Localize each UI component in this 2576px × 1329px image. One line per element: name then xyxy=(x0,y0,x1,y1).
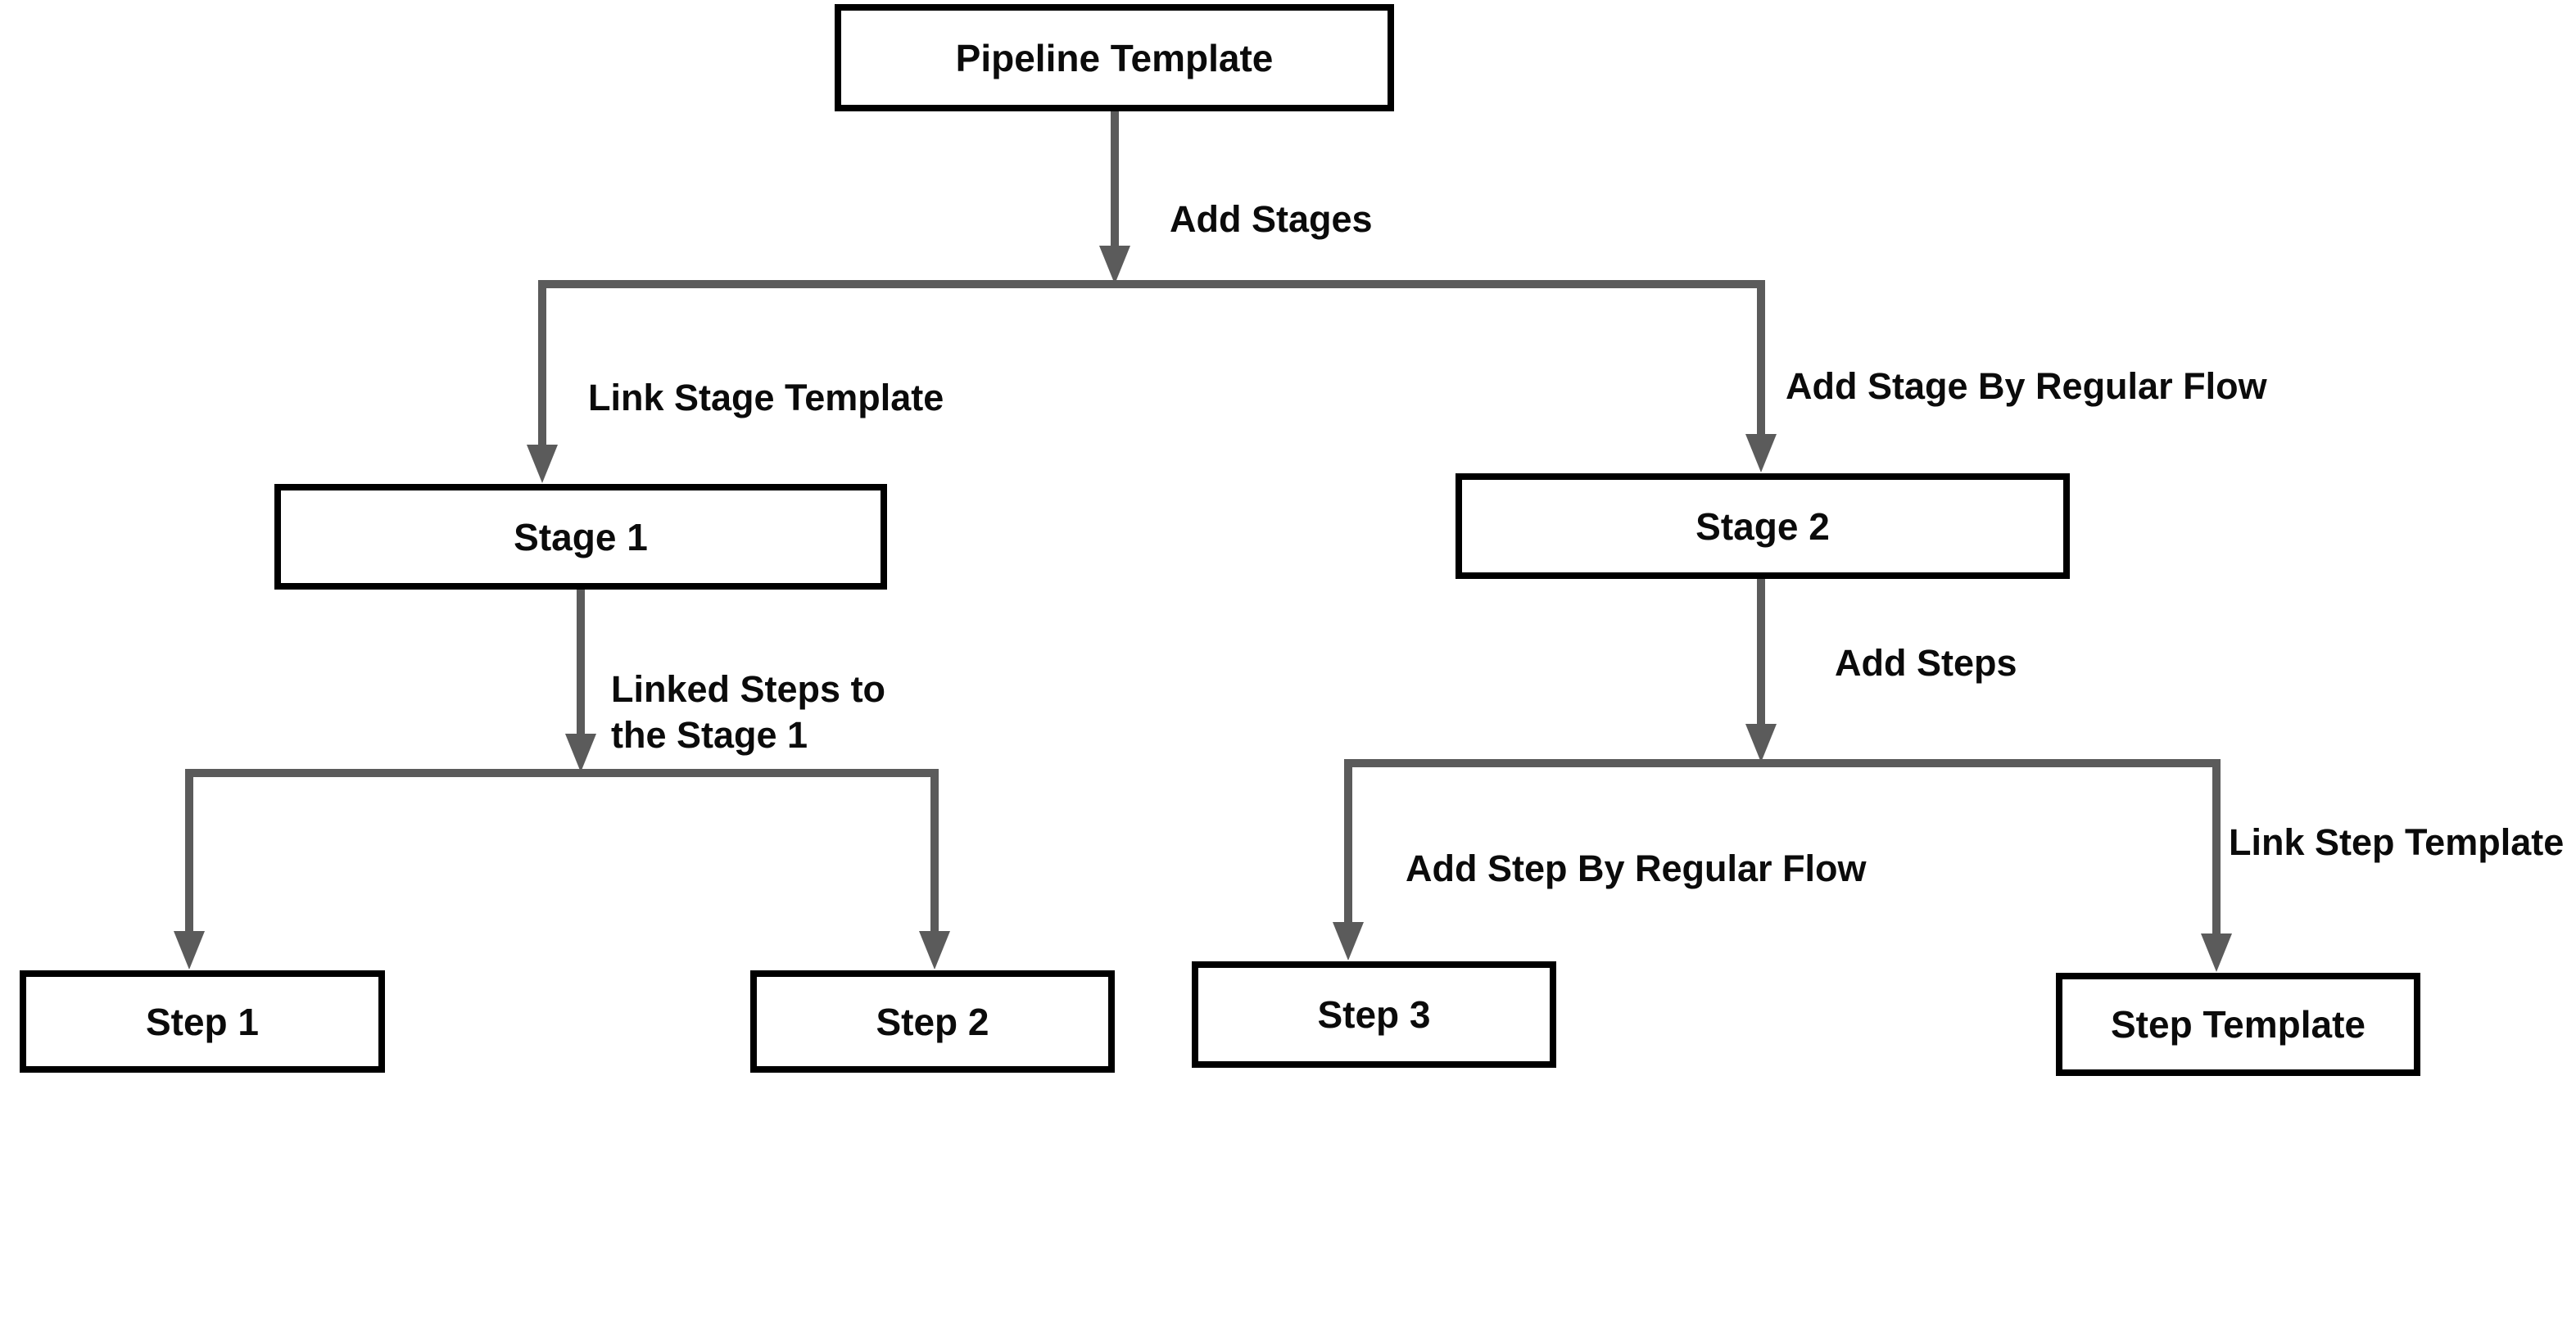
edge-label-add-stages: Add Stages xyxy=(1170,198,1373,240)
node-pipeline-template: Pipeline Template xyxy=(835,4,1394,111)
edge-add-step-by-regular-flow xyxy=(1333,759,1364,961)
node-step-2: Step 2 xyxy=(750,970,1115,1073)
node-step-1-label: Step 1 xyxy=(145,1000,260,1043)
node-stage-1: Stage 1 xyxy=(274,484,887,590)
node-stage-2-label: Stage 2 xyxy=(1695,504,1830,548)
edge-linked-steps-to-stage1 xyxy=(189,590,935,777)
edge-add-stage-by-regular-flow xyxy=(1745,280,1777,472)
node-step-3-label: Step 3 xyxy=(1317,993,1431,1036)
node-step-2-label: Step 2 xyxy=(876,1000,989,1043)
node-stage-2: Stage 2 xyxy=(1456,473,2070,579)
edge-label-add-steps: Add Steps xyxy=(1835,642,2017,684)
node-step-template: Step Template xyxy=(2056,973,2420,1076)
edge-label-add-step-by-regular-flow: Add Step By Regular Flow xyxy=(1406,848,1867,889)
edge-to-step2 xyxy=(919,769,950,970)
edge-label-link-stage-template: Link Stage Template xyxy=(588,377,944,418)
edge-link-step-template xyxy=(2201,759,2232,972)
edge-label-linked-steps-to-stage1: Linked Steps to the Stage 1 xyxy=(611,668,886,756)
edge-add-stages xyxy=(542,111,1761,288)
node-step-3: Step 3 xyxy=(1192,961,1556,1068)
edge-to-step1 xyxy=(174,769,205,970)
node-step-1: Step 1 xyxy=(20,970,385,1073)
node-stage-1-label: Stage 1 xyxy=(514,515,648,558)
edge-label-add-stage-by-regular-flow: Add Stage By Regular Flow xyxy=(1786,365,2267,407)
edge-link-stage-template xyxy=(527,280,558,483)
node-pipeline-template-label: Pipeline Template xyxy=(955,36,1274,79)
edge-label-link-step-template: Link Step Template xyxy=(2229,821,2565,863)
edge-add-steps xyxy=(1348,579,2216,767)
node-step-template-label: Step Template xyxy=(2111,1003,2365,1046)
